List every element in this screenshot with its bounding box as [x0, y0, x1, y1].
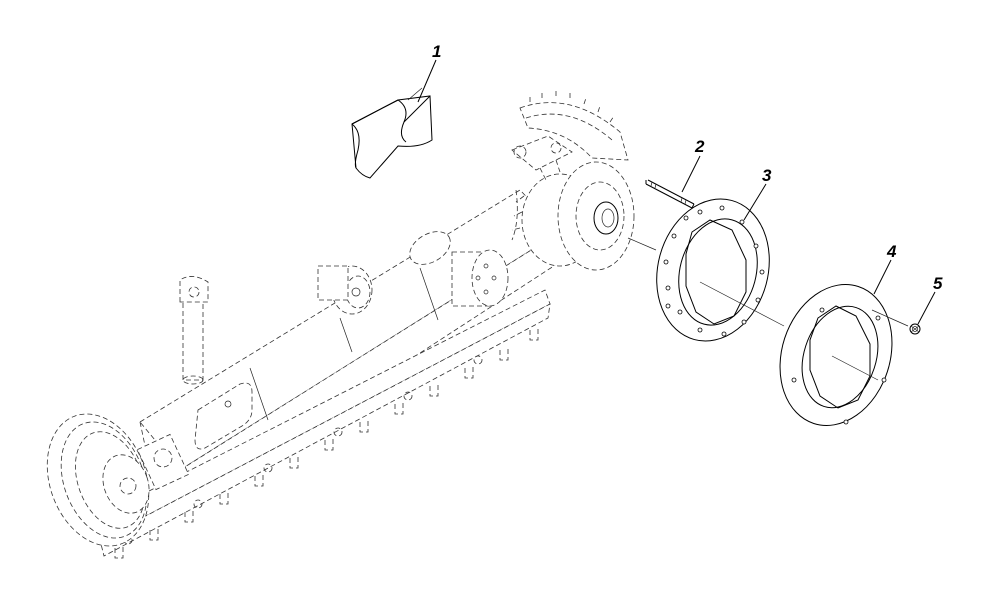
callout-2: 2 [694, 137, 705, 156]
mid-pulley [317, 265, 373, 315]
part-5-nut [909, 323, 921, 335]
leader-lines [417, 59, 936, 325]
callout-4: 4 [886, 242, 897, 261]
return-idler [409, 231, 451, 265]
drive-hub [511, 161, 635, 271]
callout-3: 3 [762, 166, 772, 185]
part-3-ring-plate [656, 198, 770, 342]
access-cover [194, 382, 253, 450]
leader-2 [681, 155, 701, 193]
track-chain [91, 289, 551, 559]
callout-5: 5 [933, 274, 943, 293]
leader-3 [743, 183, 767, 221]
upper-sprocket [511, 90, 629, 181]
part-1-wear-pad [351, 87, 433, 179]
front-idler-wheel [46, 413, 190, 547]
callout-labels: 1 2 3 4 5 [432, 42, 943, 293]
leader-4 [873, 259, 892, 295]
vertical-post [179, 276, 209, 385]
motor-housing [451, 249, 509, 307]
assembly-centerlines [627, 237, 909, 381]
part-4-ring-plate [779, 284, 893, 426]
leader-1 [417, 59, 437, 103]
leader-5 [917, 291, 936, 325]
track-frame-assembly [46, 90, 635, 559]
callout-1: 1 [432, 42, 441, 61]
